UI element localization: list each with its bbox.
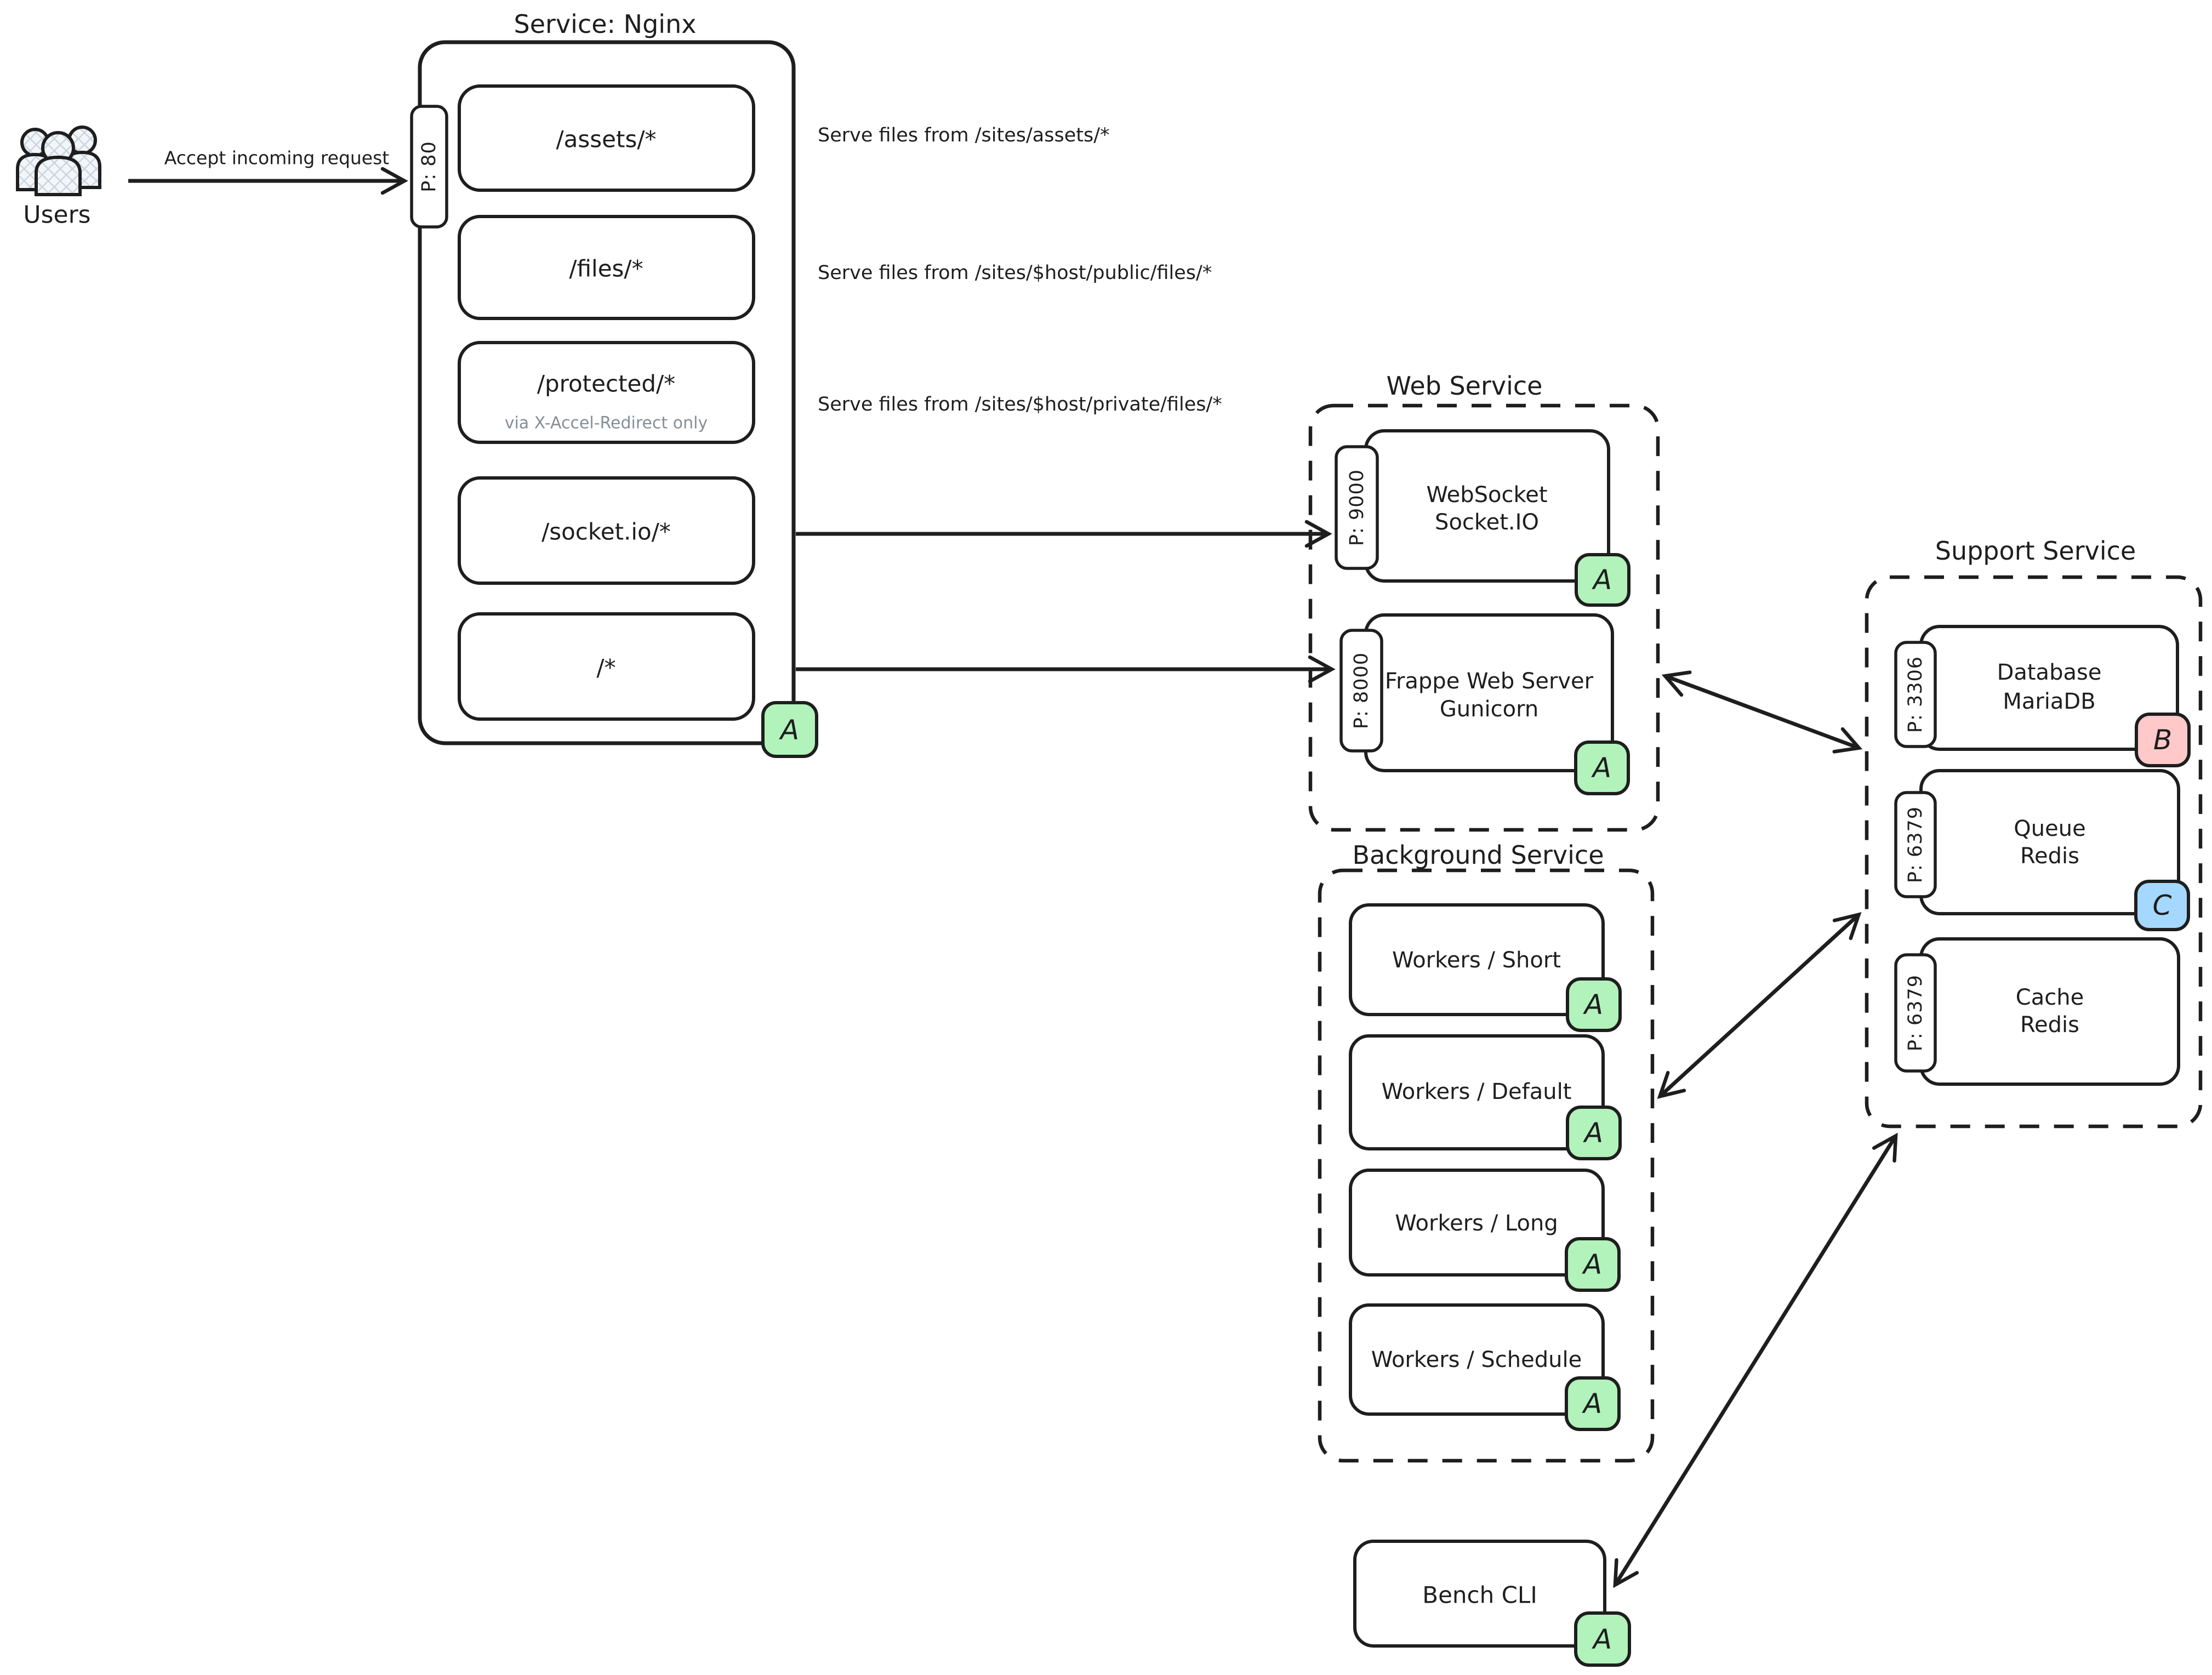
- edge-benchcli-supportservice: [1613, 1132, 1898, 1588]
- port-6379-cache-label: P: 6379: [1905, 975, 1926, 1051]
- route-protected-note: via X-Accel-Redirect only: [505, 414, 708, 433]
- annotation-private-files: Serve files from /sites/$host/private/fi…: [818, 394, 1222, 415]
- route-box-catchall: [458, 612, 755, 721]
- worker-short-badge: [1566, 977, 1622, 1032]
- port-6379-queue-label: P: 6379: [1905, 806, 1926, 883]
- port-tab-9000: [1335, 445, 1379, 570]
- websocket-badge: [1575, 553, 1631, 607]
- worker-long-node: [1349, 1169, 1605, 1277]
- route-box-files: [458, 215, 755, 320]
- web-service-title: Web Service: [1387, 371, 1543, 401]
- worker-short-label: Workers / Short: [1392, 948, 1561, 973]
- bench-cli-node: [1353, 1540, 1606, 1648]
- worker-short-node: [1349, 903, 1605, 1016]
- route-box-socketio: [458, 476, 755, 585]
- worker-schedule-badge-letter: A: [1582, 1388, 1602, 1420]
- port-tab-80: [410, 105, 448, 229]
- worker-default-node: [1349, 1034, 1605, 1150]
- web-service-container: [1308, 403, 1660, 832]
- bench-cli-badge-letter: A: [1592, 1623, 1612, 1655]
- annotation-assets: Serve files from /sites/assets/*: [818, 124, 1110, 146]
- port-tab-3306: [1894, 641, 1937, 748]
- user-body-icon: [35, 155, 82, 196]
- worker-default-label: Workers / Default: [1382, 1079, 1572, 1104]
- port-3306-label: P: 3306: [1905, 656, 1926, 733]
- annotation-public-files: Serve files from /sites/$host/public/fil…: [818, 262, 1212, 284]
- cache-label-line2: Redis: [2020, 1012, 2079, 1038]
- worker-schedule-label: Workers / Schedule: [1371, 1347, 1582, 1372]
- port-9000-label: P: 9000: [1346, 469, 1368, 546]
- edge-workers-supportservice: [1657, 912, 1862, 1099]
- mariadb-label-line1: Database: [1997, 660, 2102, 685]
- gunicorn-label-line2: Gunicorn: [1440, 697, 1538, 722]
- users-icon: [16, 126, 101, 196]
- queue-badge-letter: C: [2153, 890, 2172, 921]
- websocket-label-line2: Socket.IO: [1435, 510, 1539, 535]
- worker-schedule-node: [1349, 1303, 1605, 1416]
- cache-label-line1: Cache: [2016, 985, 2084, 1010]
- mariadb-badge: [2135, 713, 2191, 767]
- port-8000-label: P: 8000: [1350, 652, 1372, 729]
- queue-label-line2: Redis: [2020, 844, 2079, 869]
- accept-request-label: Accept incoming request: [164, 147, 390, 169]
- gunicorn-label-line1: Frappe Web Server: [1385, 669, 1594, 694]
- worker-long-label: Workers / Long: [1395, 1211, 1558, 1236]
- port-80-label: P: 80: [418, 141, 440, 192]
- websocket-badge-letter: A: [1592, 564, 1612, 596]
- nginx-title: Service: Nginx: [514, 9, 697, 39]
- port-tab-6379-queue: [1894, 791, 1937, 898]
- edge-webservice-supportservice: [1661, 670, 1863, 754]
- support-service-title: Support Service: [1935, 536, 2136, 566]
- gunicorn-badge-letter: A: [1591, 752, 1611, 784]
- route-socketio-label: /socket.io/*: [541, 519, 671, 545]
- route-box-assets: [458, 84, 755, 192]
- port-tab-6379-cache: [1894, 953, 1937, 1073]
- websocket-label-line1: WebSocket: [1426, 482, 1547, 508]
- queue-label-line1: Queue: [2014, 816, 2085, 841]
- cache-redis-node: [1919, 937, 2180, 1086]
- port-tab-8000: [1339, 629, 1383, 753]
- worker-short-badge-letter: A: [1583, 989, 1603, 1021]
- route-box-protected: [458, 341, 755, 444]
- mariadb-label-line2: MariaDB: [2003, 689, 2095, 714]
- route-assets-label: /assets/*: [556, 126, 657, 153]
- bench-cli-label: Bench CLI: [1422, 1582, 1537, 1609]
- route-files-label: /files/*: [569, 255, 643, 282]
- background-service-title: Background Service: [1352, 840, 1604, 870]
- queue-badge: [2134, 880, 2190, 931]
- mariadb-badge-letter: B: [2153, 724, 2172, 756]
- nginx-badge-letter: A: [779, 714, 799, 746]
- gunicorn-badge: [1574, 740, 1630, 795]
- nginx-badge: [761, 701, 818, 758]
- support-service-container: [1865, 575, 2203, 1129]
- users-label: Users: [23, 201, 90, 229]
- bench-cli-badge: [1574, 1611, 1631, 1667]
- route-catchall-label: /*: [596, 654, 615, 681]
- worker-default-badge-letter: A: [1583, 1117, 1603, 1149]
- route-protected-label: /protected/*: [537, 371, 675, 397]
- worker-long-badge-letter: A: [1582, 1249, 1602, 1280]
